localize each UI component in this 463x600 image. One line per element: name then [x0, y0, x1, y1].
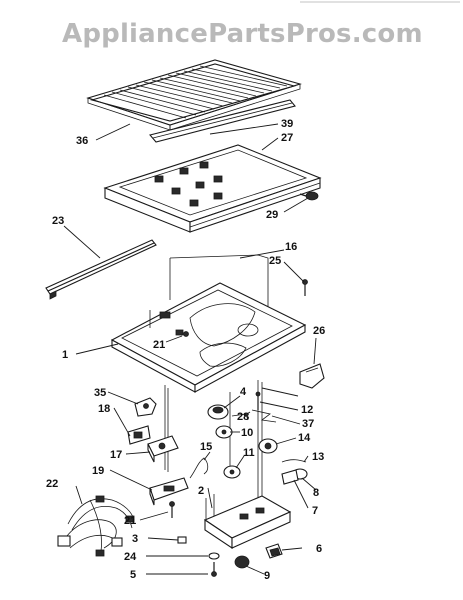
part-36-shelf-grille: [86, 59, 302, 131]
callout-7: 7: [312, 505, 318, 517]
part-4-thermostat-dial: [207, 404, 229, 420]
part-24-washer: [208, 552, 220, 560]
part-28-clip: [231, 413, 249, 421]
callout-16: 16: [285, 241, 297, 253]
callout-14: 14: [298, 432, 311, 444]
watermark-text: AppliancePartsPros.com: [62, 19, 423, 49]
callout-19: 19: [92, 465, 104, 477]
part-23-gasket-strip: [45, 239, 157, 300]
part-15-tube: [189, 457, 209, 479]
callout-24: 24: [124, 551, 137, 563]
part-21-upper-screw: [183, 331, 189, 337]
part-3-clip: [177, 536, 187, 544]
callout-2: 2: [198, 485, 204, 497]
callout-9: 9: [264, 570, 270, 582]
callout-8: 8: [313, 487, 319, 499]
part-37-spring: [251, 409, 277, 423]
part-35-knob: [134, 397, 157, 417]
part-16-wire-frame: [169, 254, 269, 342]
callout-4: 4: [240, 386, 247, 398]
callout-26: 26: [313, 325, 325, 337]
part-6-cap: [265, 543, 283, 559]
part-25-screw: [302, 279, 308, 296]
callout-39: 39: [281, 118, 293, 130]
callout-1: 1: [62, 349, 68, 361]
part-21-lower-screw: [169, 501, 175, 518]
callout-17: 17: [110, 449, 122, 461]
part-5-screw: [211, 562, 217, 577]
callout-6: 6: [316, 543, 322, 555]
callout-10: 10: [241, 427, 253, 439]
callout-18: 18: [98, 403, 110, 415]
part-10-gear: [215, 425, 233, 439]
callout-21-lower: 21: [124, 515, 136, 527]
callout-35: 35: [94, 387, 106, 399]
callout-23: 23: [52, 215, 64, 227]
callout-3: 3: [132, 533, 138, 545]
part-7-clip: [281, 469, 299, 485]
leader-lines: [63, 123, 317, 575]
callout-25: 25: [269, 255, 281, 267]
part-22-wire-harness: [57, 495, 135, 557]
part-12-pins: [255, 391, 261, 410]
callout-37: 37: [302, 418, 314, 430]
callout-12: 12: [301, 404, 313, 416]
part-29-fastener: [299, 191, 319, 201]
part-9-knob: [234, 555, 250, 569]
callout-27: 27: [281, 132, 293, 144]
callout-numbers: 36 39 27 29 23 16 25 26 1 21 12 35 4 37 …: [46, 118, 325, 582]
part-18-plate: [127, 425, 151, 445]
callout-36: 36: [76, 135, 88, 147]
part-39-front-strip: [149, 99, 296, 143]
part-2-mounting-bracket: [203, 494, 292, 550]
part-17-control-box: [147, 435, 179, 463]
callout-29: 29: [266, 209, 278, 221]
part-1-base-pan: [110, 282, 307, 393]
callout-15: 15: [200, 441, 212, 453]
part-14-wheel: [258, 438, 278, 454]
part-26-bracket: [299, 363, 325, 389]
callout-11: 11: [243, 447, 255, 459]
part-19-lower-box: [149, 477, 189, 506]
callout-28: 28: [237, 411, 249, 423]
part-27-shelf-frame: [103, 144, 322, 233]
callout-21-upper: 21: [153, 339, 165, 351]
part-11-cam: [223, 465, 241, 479]
part-13-wire-clip: [281, 459, 307, 463]
callout-5: 5: [130, 569, 136, 581]
callout-22: 22: [46, 478, 58, 490]
callout-13: 13: [312, 451, 324, 463]
